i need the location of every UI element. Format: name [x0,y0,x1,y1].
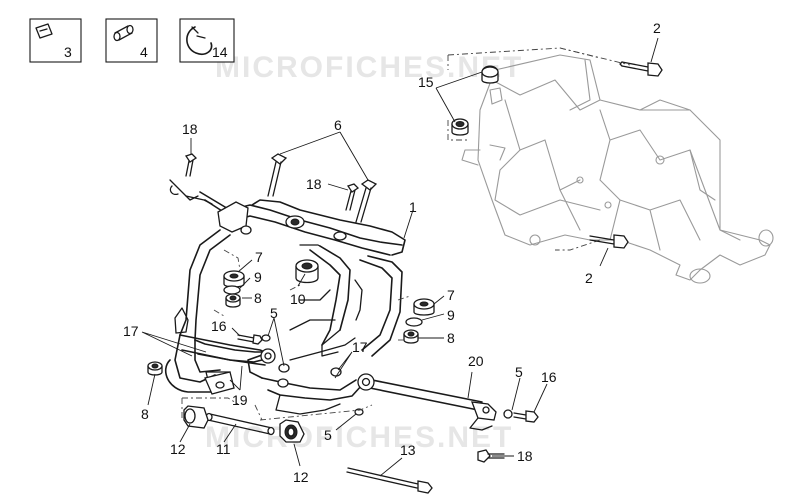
clip-icon [35,23,53,39]
callout-16-right: 16 [541,369,557,385]
dashed-guides-frame [447,47,631,251]
callout-4: 4 [140,44,148,60]
callout-12-left: 12 [170,441,186,457]
callout-8-right: 8 [447,330,455,346]
long-bolt-13 [346,467,433,494]
bush-12-right [279,419,305,443]
callout-1: 1 [409,199,417,215]
bolt-long-right [355,179,378,223]
rubber-bush-lower [451,118,469,136]
callout-14: 14 [212,44,228,60]
screw-18-top-left [184,153,198,177]
screw-16-right [513,410,539,423]
bush-stack-left [223,270,245,308]
callout-5-lower: 5 [324,427,332,443]
washer-5-lower [354,408,364,416]
callout-6: 6 [334,117,342,133]
callout-19: 19 [232,392,248,408]
callout-18-top-left: 18 [182,121,198,137]
callout-20: 20 [468,353,484,369]
screw-16-left [237,334,263,345]
bush-stack-right [403,298,435,344]
callout-labels: 2 15 2 18 6 18 1 7 9 8 10 7 9 8 16 5 17 … [123,20,661,485]
bolt-long-left [267,153,288,197]
callout-11: 11 [216,441,231,457]
bolt-lower-right [589,234,629,249]
screw-18-mid [345,183,360,211]
clamp-ring-icon [186,26,213,55]
washer-5-right [503,409,513,419]
bush-12-left [183,405,209,429]
callout-7-left: 7 [255,249,263,265]
spacer-tube-11 [205,412,275,436]
dashed-guides-subframe [181,249,411,421]
callout-15: 15 [418,74,434,90]
washer-5-upper [261,334,271,342]
rubber-bush-upper [481,65,499,84]
callout-5-right: 5 [515,364,523,380]
leader-lines [141,37,659,477]
callout-10: 10 [290,291,306,307]
callout-17-right: 17 [352,339,368,355]
bush-icon [113,24,134,42]
main-frame-outline [461,54,774,284]
legend-box-4: 4 [105,18,158,63]
callout-16-left: 16 [211,318,227,334]
callout-2-bottom: 2 [585,270,593,286]
callout-7-right: 7 [447,287,455,303]
callout-18-bottom: 18 [517,448,533,464]
callout-8-lower: 8 [141,406,149,422]
callout-9-left: 9 [254,269,262,285]
link-rod [357,373,497,431]
callout-13: 13 [400,442,416,458]
callout-12-right: 12 [293,469,309,485]
callout-17-left: 17 [123,323,139,339]
watermark-top: MICROFICHES.NET [215,51,523,84]
watermark-bottom: MICROFICHES.NET [205,421,513,454]
callout-9-right: 9 [447,307,455,323]
callout-5-upper: 5 [270,305,278,321]
legend-box-14: 14 [179,18,235,63]
callout-2-top: 2 [653,20,661,36]
callout-8-left: 8 [254,290,262,306]
callout-18-mid: 18 [306,176,322,192]
screw-18-bottom [477,449,505,463]
legend-box-3: 3 [29,18,82,63]
bolt-upper-right [619,61,663,77]
subframe-assembly [164,179,406,415]
callout-3: 3 [64,44,72,60]
nut-8-lower-left [147,361,163,376]
